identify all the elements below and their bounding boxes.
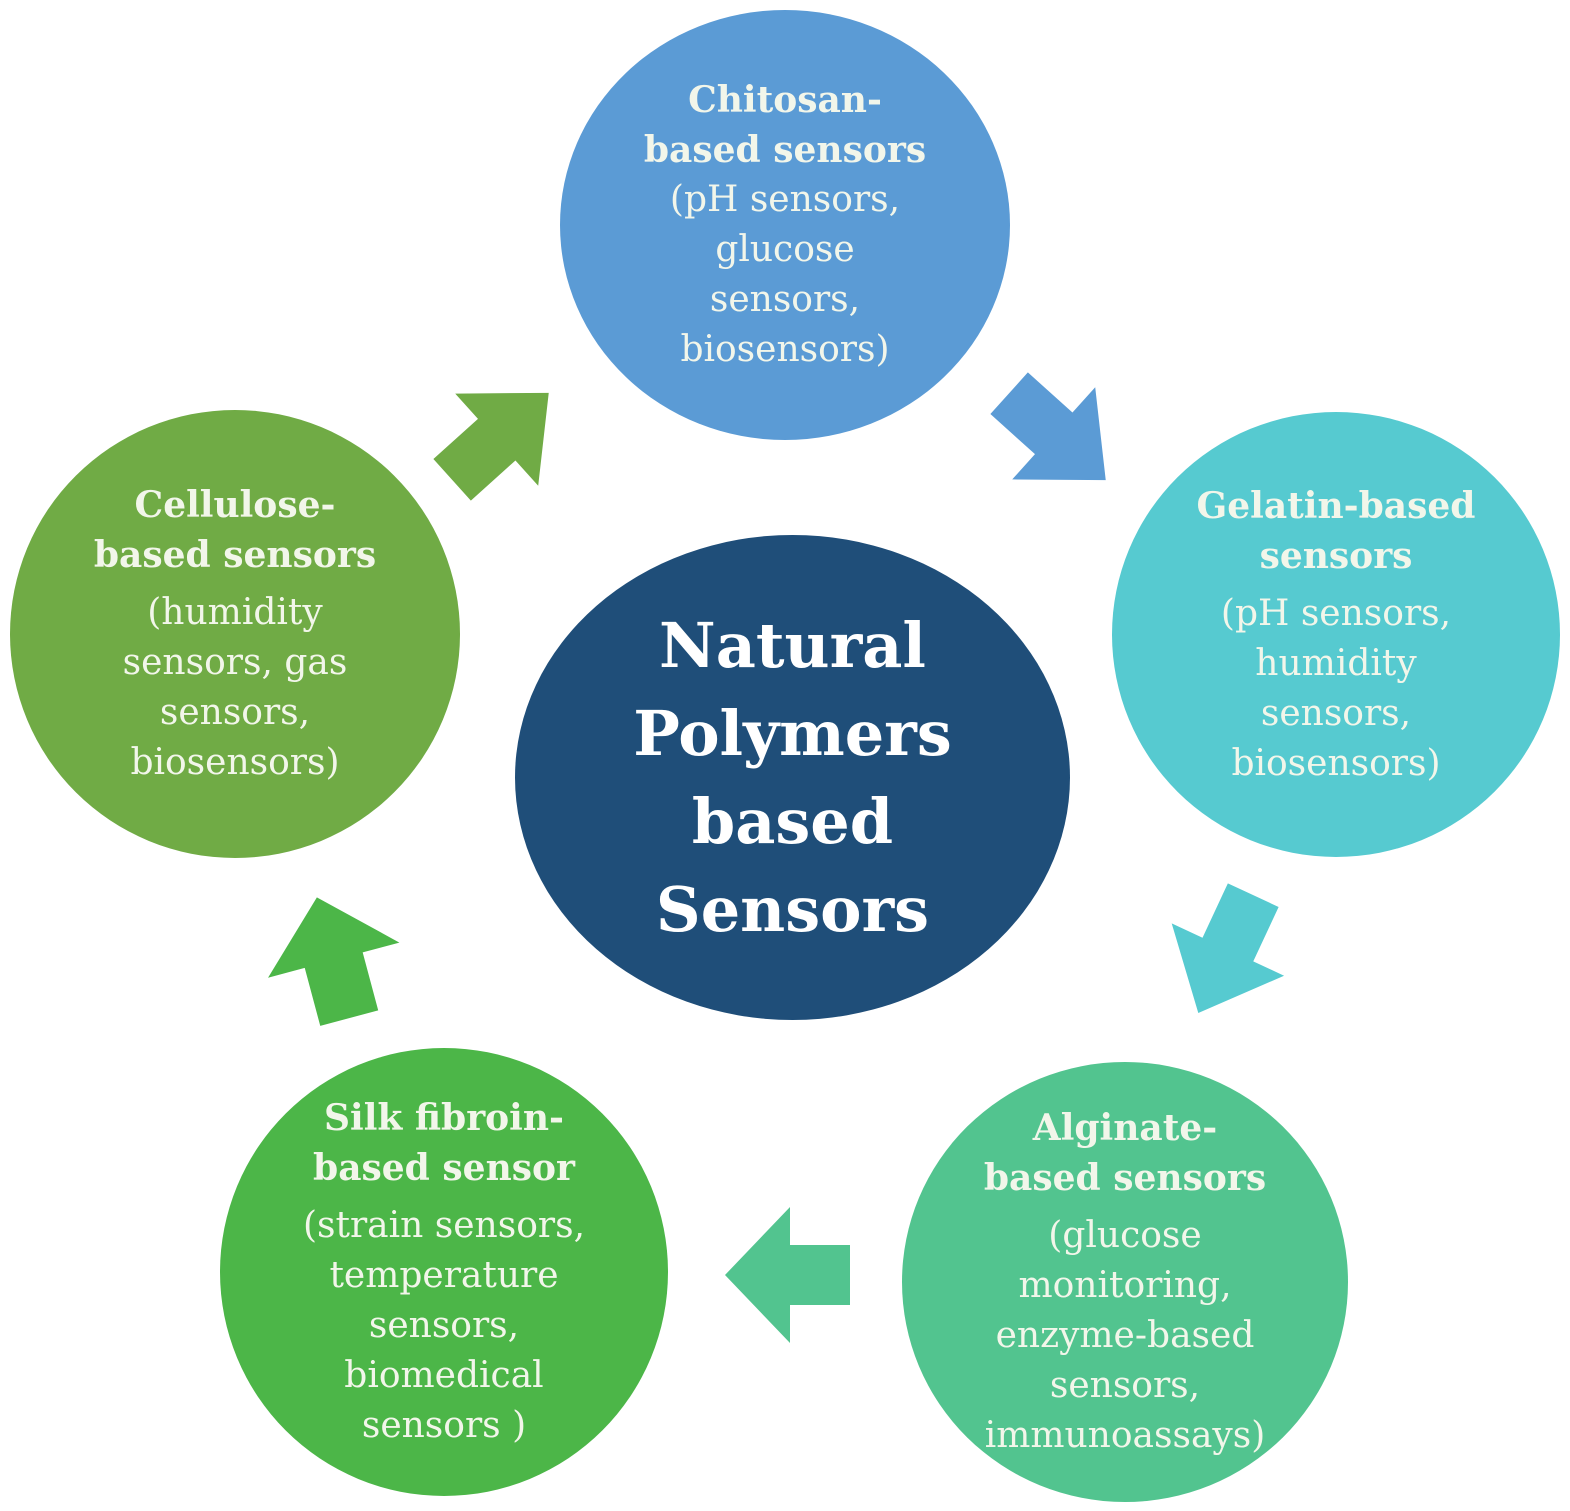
arrow-cellulose-to-chitosan xyxy=(433,392,549,501)
chitosan-details: (pH sensors, glucose sensors, biosensors… xyxy=(669,179,901,370)
gelatin-node: Gelatin-based sensors (pH sensors, humid… xyxy=(1112,412,1560,857)
chitosan-node: Chitosan- based sensors (pH sensors, glu… xyxy=(560,10,1010,440)
arrow-cellulose-to-chitosan-shape xyxy=(433,392,549,501)
arrow-alginate-to-silk-shape xyxy=(725,1207,850,1343)
arrow-alginate-to-silk xyxy=(725,1207,850,1343)
cellulose-title: Cellulose- based sensors xyxy=(93,484,377,576)
arrow-gelatin-to-alginate xyxy=(1171,883,1285,1013)
gelatin-title: Gelatin-based sensors xyxy=(1196,484,1476,577)
arrow-chitosan-to-gelatin xyxy=(990,372,1106,481)
arrow-silk-to-cellulose xyxy=(268,897,400,1026)
alginate-node: Alginate- based sensors (glucose monitor… xyxy=(902,1062,1348,1502)
cellulose-node: Cellulose- based sensors (humidity senso… xyxy=(10,410,460,858)
alginate-title: Alginate- based sensors xyxy=(983,1107,1267,1199)
chitosan-title: Chitosan- based sensors xyxy=(643,79,927,171)
center-node: Natural Polymers based Sensors xyxy=(515,535,1070,1020)
alginate-details: (glucose monitoring, enzyme-based sensor… xyxy=(984,1215,1266,1456)
silk-node: Silk fibroin- based sensor (strain senso… xyxy=(220,1048,668,1496)
gelatin-details: (pH sensors, humidity sensors, biosensor… xyxy=(1220,592,1452,784)
arrow-chitosan-to-gelatin-shape xyxy=(990,372,1106,481)
arrow-gelatin-to-alginate-shape xyxy=(1171,883,1285,1013)
arrow-silk-to-cellulose-shape xyxy=(268,897,400,1026)
center-title: Natural Polymers based Sensors xyxy=(633,608,952,946)
silk-details: (strain sensors, temperature sensors, bi… xyxy=(302,1205,586,1446)
silk-title: Silk fibroin- based sensor xyxy=(313,1097,575,1189)
cellulose-details: (humidity sensors, gas sensors, biosenso… xyxy=(122,592,348,783)
